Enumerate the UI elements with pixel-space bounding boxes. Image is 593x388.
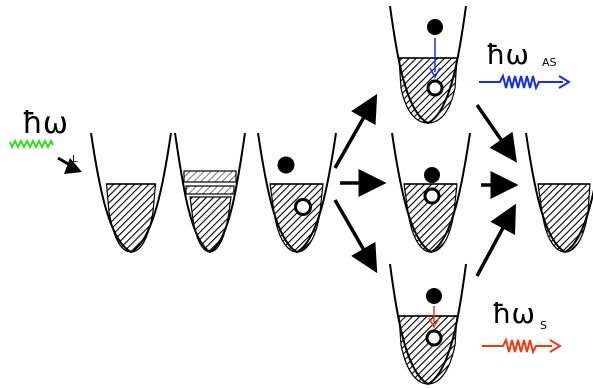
well-stokes — [389, 263, 467, 386]
arrow-to-anti-stokes — [333, 93, 378, 169]
well-anti-stokes — [389, 5, 467, 125]
svg-text:ħω: ħω — [492, 297, 535, 330]
svg-text:S: S — [540, 319, 547, 332]
excited-band-upper — [183, 170, 237, 183]
laser-photon-wave — [9, 138, 82, 174]
well-final-state — [525, 132, 593, 254]
electron — [427, 19, 443, 35]
svg-text:AS: AS — [542, 56, 557, 69]
svg-text:ħω: ħω — [486, 38, 529, 71]
well-electron-hole-pair — [257, 132, 337, 254]
electron — [424, 167, 440, 183]
electron — [426, 288, 442, 304]
well-ground-state — [90, 132, 172, 254]
electron — [277, 156, 295, 174]
process-arrows — [333, 93, 519, 277]
stokes-photon-wave — [482, 337, 562, 355]
arrow-to-stokes — [333, 199, 378, 274]
arrow-from-stokes — [475, 203, 516, 277]
anti-stokes-photon-wave — [479, 73, 571, 91]
anti-stokes-photon-label: ħω AS — [486, 38, 557, 71]
excited-band-lower — [185, 185, 235, 195]
hole — [423, 187, 441, 205]
hole — [425, 329, 443, 347]
arrow-from-anti-stokes — [475, 104, 517, 163]
hole — [294, 198, 312, 216]
laser-photon-label: ħω L — [22, 106, 78, 165]
well-rayleigh — [391, 132, 471, 254]
svg-text:ħω: ħω — [22, 106, 68, 141]
stokes-photon-label: ħω S — [492, 297, 547, 332]
well-band-excitation — [174, 132, 246, 254]
hole — [426, 79, 444, 97]
svg-text:L: L — [72, 154, 78, 165]
